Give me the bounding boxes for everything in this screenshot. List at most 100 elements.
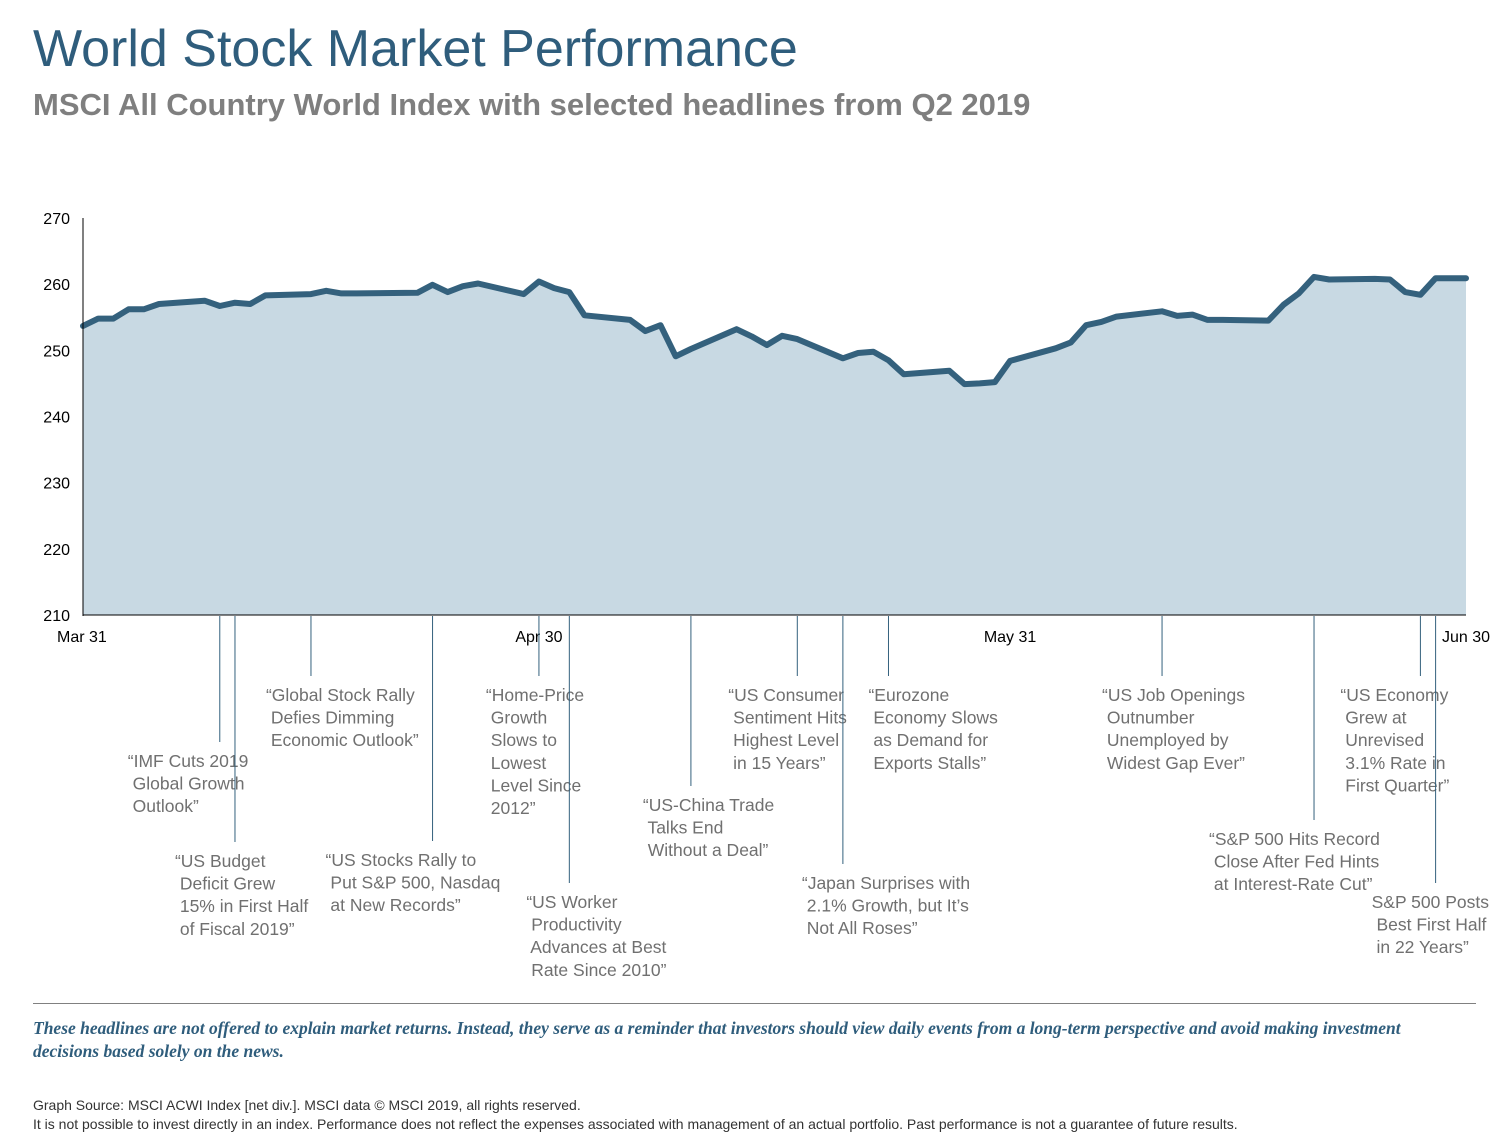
headline-line: “Japan Surprises with xyxy=(802,873,970,893)
headline-line: “S&P 500 Hits Record xyxy=(1209,829,1380,849)
headline-line: “US Job Openings xyxy=(1102,685,1245,705)
performance-disclaimer-line: It is not possible to invest directly in… xyxy=(33,1116,1238,1132)
headline-annotation: “Global Stock Rally Defies Dimming Econo… xyxy=(266,616,419,750)
headline-line: Put S&P 500, Nasdaq xyxy=(326,873,501,893)
divider xyxy=(33,1003,1476,1004)
page-subtitle: MSCI All Country World Index with select… xyxy=(33,87,1031,122)
headline-line: “US Worker xyxy=(526,892,617,912)
x-tick-label: Jun 30 xyxy=(1442,629,1490,646)
headline-line: “US-China Trade xyxy=(643,795,774,815)
headline-line: Unrevised xyxy=(1340,730,1424,750)
headline-line: 2012” xyxy=(486,798,536,818)
headline-line: in 15 Years” xyxy=(728,753,825,773)
headline-text: “S&P 500 Hits Record Close After Fed Hin… xyxy=(1209,829,1380,894)
disclaimer: These headlines are not offered to expla… xyxy=(33,1018,1401,1061)
headline-annotation: “S&P 500 Hits Record Close After Fed Hin… xyxy=(1209,616,1380,894)
y-tick-label: 260 xyxy=(43,277,70,294)
headline-line: 15% in First Half xyxy=(175,896,308,916)
headline-text: “Japan Surprises with 2.1% Growth, but I… xyxy=(802,873,970,938)
headline-text: “IMF Cuts 2019 Global Growth Outlook” xyxy=(128,751,249,816)
headline-text: “Global Stock Rally Defies Dimming Econo… xyxy=(266,685,419,750)
headline-line: “US Stocks Rally to xyxy=(326,850,477,870)
headline-line: Defies Dimming xyxy=(266,708,394,728)
headline-line: “US Consumer xyxy=(728,685,844,705)
headline-line: Close After Fed Hints xyxy=(1209,852,1379,872)
headline-line: “Global Stock Rally xyxy=(266,685,415,705)
page-title: World Stock Market Performance xyxy=(33,20,798,78)
index-line xyxy=(80,273,1469,388)
headline-line: Grew at xyxy=(1340,708,1406,728)
headline-line: Outlook” xyxy=(128,796,199,816)
headline-line: at Interest-Rate Cut” xyxy=(1209,874,1373,894)
headline-line: Unemployed by xyxy=(1102,730,1229,750)
headline-text: “US Stocks Rally to Put S&P 500, Nasdaq … xyxy=(326,850,501,915)
headline-annotation: “US Job Openings Outnumber Unemployed by… xyxy=(1102,616,1245,773)
headline-text: “Home-Price Growth Slows to Lowest Level… xyxy=(486,685,584,818)
headline-line: Without a Deal” xyxy=(643,840,769,860)
headline-text: “US Budget Deficit Grew 15% in First Hal… xyxy=(175,851,308,939)
headline-text: “US Job Openings Outnumber Unemployed by… xyxy=(1102,685,1245,773)
headline-annotation: “US Worker Productivity Advances at Best… xyxy=(526,616,667,980)
headline-line: Widest Gap Ever” xyxy=(1102,753,1245,773)
headline-line: of Fiscal 2019” xyxy=(175,919,295,939)
headline-annotation: “IMF Cuts 2019 Global Growth Outlook” xyxy=(128,616,249,816)
y-tick-label: 250 xyxy=(43,343,70,360)
headline-text: “US Economy Grew at Unrevised 3.1% Rate … xyxy=(1340,685,1449,795)
headline-annotation: “Home-Price Growth Slows to Lowest Level… xyxy=(486,616,584,818)
headline-annotation: S&P 500 Posts Best First Half in 22 Year… xyxy=(1372,616,1490,957)
headline-line: at New Records” xyxy=(326,895,461,915)
headline-line: “US Budget xyxy=(175,851,266,871)
headline-line: Growth xyxy=(486,708,547,728)
headline-line: 2.1% Growth, but It’s xyxy=(802,896,969,916)
headline-line: Lowest xyxy=(486,753,546,773)
y-tick-label: 220 xyxy=(43,542,70,559)
headline-line: as Demand for xyxy=(868,730,988,750)
headline-line: Outnumber xyxy=(1102,708,1195,728)
plot-area xyxy=(80,273,1469,615)
headline-line: Not All Roses” xyxy=(802,918,918,938)
headline-line: “US Economy xyxy=(1340,685,1448,705)
headline-line: 3.1% Rate in xyxy=(1340,753,1445,773)
headline-text: “US Consumer Sentiment Hits Highest Leve… xyxy=(728,685,847,773)
y-tick-label: 230 xyxy=(43,476,70,493)
headline-line: Advances at Best xyxy=(526,937,666,957)
headline-line: First Quarter” xyxy=(1340,775,1449,795)
headline-text: “US-China Trade Talks End Without a Deal… xyxy=(643,795,774,860)
headline-line: Highest Level xyxy=(728,730,839,750)
x-tick-label: May 31 xyxy=(984,629,1037,646)
headline-line: Deficit Grew xyxy=(175,874,276,894)
headline-annotation: “US Consumer Sentiment Hits Highest Leve… xyxy=(728,616,847,773)
headline-annotation: “Eurozone Economy Slows as Demand for Ex… xyxy=(868,616,998,773)
headline-line: Global Growth xyxy=(128,774,245,794)
headline-text: “US Worker Productivity Advances at Best… xyxy=(526,892,666,980)
headline-annotation: “US Economy Grew at Unrevised 3.1% Rate … xyxy=(1340,616,1449,795)
headline-line: Economy Slows xyxy=(868,708,998,728)
headline-annotation: “US Budget Deficit Grew 15% in First Hal… xyxy=(175,616,308,939)
headline-line: S&P 500 Posts xyxy=(1372,892,1490,912)
y-axis: 210 220 230 240 250 260 270 xyxy=(43,211,84,625)
headline-text: “Eurozone Economy Slows as Demand for Ex… xyxy=(868,685,998,773)
y-tick-label: 210 xyxy=(43,608,70,625)
headline-annotation: “US-China Trade Talks End Without a Deal… xyxy=(643,616,774,860)
headline-annotations: “IMF Cuts 2019 Global Growth Outlook” “US… xyxy=(128,616,1489,980)
headline-line: in 22 Years” xyxy=(1372,937,1469,957)
headline-line: Economic Outlook” xyxy=(266,730,419,750)
headline-line: Level Since xyxy=(486,775,581,795)
headline-line: “Home-Price xyxy=(486,685,584,705)
headline-annotation: “Japan Surprises with 2.1% Growth, but I… xyxy=(802,616,970,938)
y-tick-label: 270 xyxy=(43,211,70,228)
headline-line: Exports Stalls” xyxy=(868,753,986,773)
headline-line: Productivity xyxy=(526,915,622,935)
headline-line: Talks End xyxy=(643,818,723,838)
source-line: Graph Source: MSCI ACWI Index [net div.]… xyxy=(33,1097,581,1113)
headline-line: Slows to xyxy=(486,730,557,750)
headline-line: Best First Half xyxy=(1372,915,1487,935)
headline-line: “Eurozone xyxy=(868,685,949,705)
headline-line: Rate Since 2010” xyxy=(526,960,666,980)
headline-line: “IMF Cuts 2019 xyxy=(128,751,249,771)
y-tick-label: 240 xyxy=(43,410,70,427)
headline-line: Sentiment Hits xyxy=(728,708,847,728)
headline-text: S&P 500 Posts Best First Half in 22 Year… xyxy=(1372,892,1490,957)
